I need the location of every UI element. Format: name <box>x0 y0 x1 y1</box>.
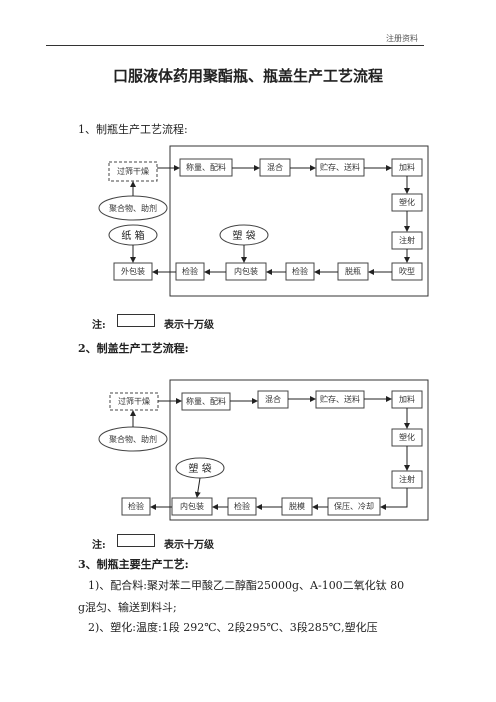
note1-text: 表示十万级 <box>164 320 214 331</box>
plastify-label-1: 塑化 <box>399 197 415 207</box>
demold-label-2: 脱模 <box>289 501 305 511</box>
section2-heading: 2、制盖生产工艺流程: <box>78 342 189 355</box>
inspect1-label-2: 检验 <box>128 501 144 511</box>
carton-label: 纸 箱 <box>121 229 144 242</box>
inspect2-label-1: 检验 <box>292 266 308 276</box>
inner-pack-label-1: 内包装 <box>234 266 258 276</box>
weigh-label-1: 称量、配料 <box>186 162 226 172</box>
store-label-2: 贮存、送料 <box>320 394 360 404</box>
store-label-1: 贮存、送料 <box>320 162 360 172</box>
header-tag: 注册资料 <box>386 34 418 43</box>
feed-label-2: 加料 <box>399 394 415 404</box>
arrow-inject-cool <box>380 488 408 510</box>
inspect2-label-2: 检验 <box>234 501 250 511</box>
document-title: 口服液体药用聚酯瓶、瓶盖生产工艺流程 <box>112 67 383 85</box>
blow-label: 吹型 <box>399 266 415 276</box>
bag-label-2: 塑 袋 <box>188 462 211 475</box>
filter-dry-label-1: 过筛干燥 <box>117 166 149 176</box>
inspect1-label-1: 检验 <box>182 266 198 276</box>
section3-heading: 3、制瓶主要生产工艺: <box>78 558 189 571</box>
note2-text: 表示十万级 <box>164 540 214 551</box>
note2-label: 注: <box>92 540 106 551</box>
inner-pack-label-2: 内包装 <box>180 501 204 511</box>
polymer-label-1: 聚合物、助剂 <box>109 203 157 213</box>
plastify-label-2: 塑化 <box>399 432 415 442</box>
process-step1-line2: g混匀、输送到料斗; <box>78 601 177 614</box>
arrow-bag-inner-2 <box>194 477 201 498</box>
mix-label-1: 混合 <box>267 162 283 172</box>
mix-label-2: 混合 <box>265 394 281 404</box>
filter-dry-label-2: 过筛干燥 <box>118 396 150 406</box>
cool-label: 保压、冷却 <box>334 501 374 511</box>
bag-label-1: 塑 袋 <box>232 229 255 242</box>
outer-pack-label: 外包装 <box>121 266 145 276</box>
header-rule <box>46 45 424 46</box>
polymer-label-2: 聚合物、助剂 <box>109 434 157 444</box>
inject-label-2: 注射 <box>399 474 415 484</box>
clean-area-frame-1 <box>169 145 429 297</box>
clean-area-frame-2 <box>169 379 429 521</box>
note1-label: 注: <box>92 320 106 331</box>
process-step1-line1: 1)、配合料:聚对苯二甲酸乙二醇酯25000g、A-100二氧化钛 80 <box>88 579 405 592</box>
inject-label-1: 注射 <box>399 235 415 245</box>
note1-legend-box <box>117 314 155 327</box>
note2-legend-box <box>117 534 155 547</box>
feed-label-1: 加料 <box>399 162 415 172</box>
process-step2-line1: 2)、塑化:温度:1段 292℃、2段295℃、3段285℃,塑化压 <box>88 621 378 634</box>
demold-label-1: 脱瓶 <box>345 266 361 276</box>
weigh-label-2: 称量、配料 <box>186 396 226 406</box>
section1-heading: 1、制瓶生产工艺流程: <box>78 123 188 136</box>
